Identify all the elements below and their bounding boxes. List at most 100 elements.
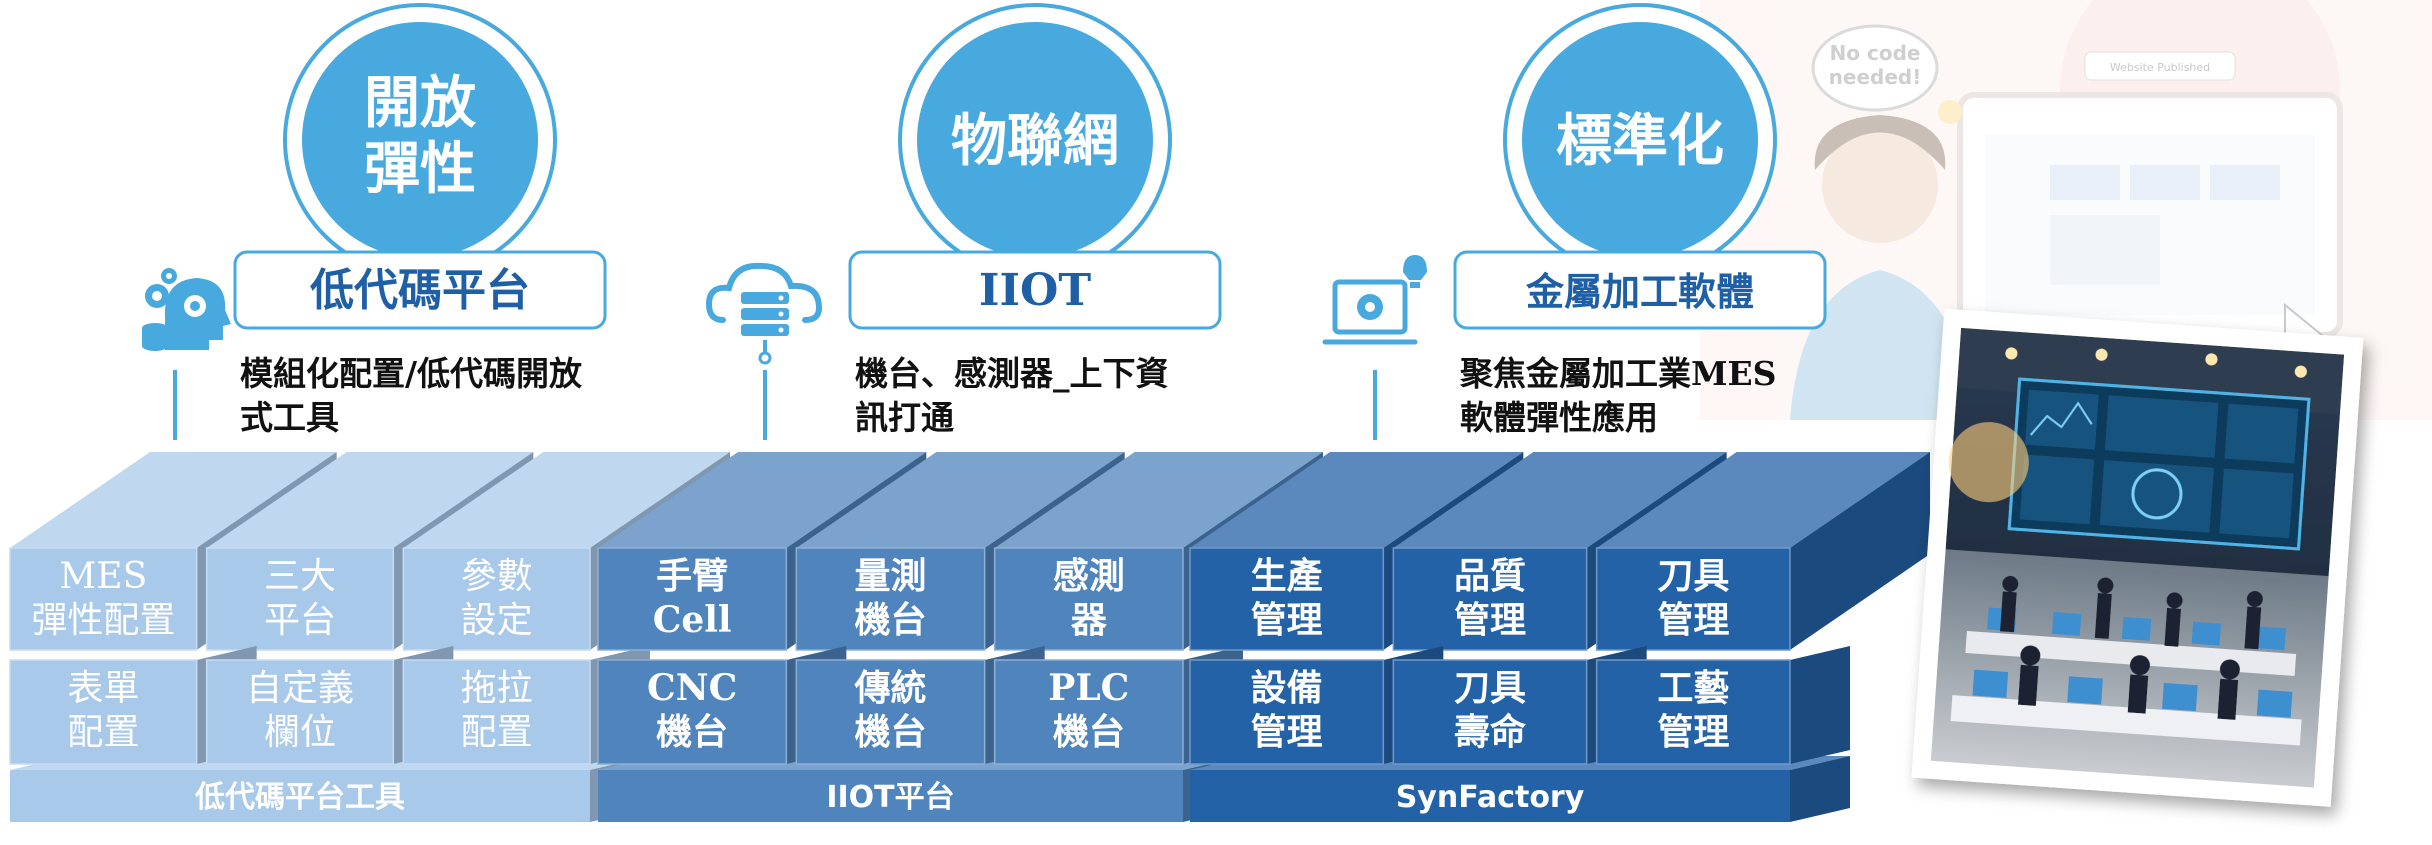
pillar-label-box bbox=[1453, 250, 1827, 330]
block-top-face bbox=[403, 452, 730, 548]
pillar-circle-text: 標準化 bbox=[1556, 109, 1724, 174]
platform-base bbox=[1190, 770, 1790, 822]
block-top-face bbox=[796, 452, 1125, 548]
block-label: MES bbox=[59, 556, 147, 597]
block-front-face bbox=[1189, 547, 1385, 651]
pillar-circle-text: 開放 bbox=[364, 71, 476, 136]
block-front-face bbox=[597, 547, 788, 651]
pillar-label: 低代碼平台 bbox=[310, 265, 530, 316]
background-illustration: No code needed! Website Published bbox=[1700, 0, 2432, 420]
block-top-face bbox=[598, 452, 927, 548]
platform-base-label: IIOT平台 bbox=[826, 780, 954, 815]
block-top-face bbox=[1393, 452, 1727, 548]
block-front-face bbox=[205, 659, 395, 765]
pillar-circle-text: 物聯網 bbox=[951, 109, 1119, 174]
block-label: Cell bbox=[653, 599, 732, 641]
gear-head-icon bbox=[142, 268, 231, 351]
block-front-face bbox=[9, 547, 198, 651]
platform-base-label: 低代碼平台工具 bbox=[194, 780, 405, 815]
block-front-face bbox=[402, 659, 591, 765]
block-label: 彈性配置 bbox=[31, 600, 175, 641]
monitor-gear-icon bbox=[1322, 255, 1427, 345]
bubble-line-1: No code bbox=[1830, 41, 1921, 65]
pillar-circle bbox=[1522, 22, 1758, 258]
block-label: 傳統 bbox=[853, 667, 926, 709]
pillar-description-line: 模組化配置/低代碼開放 bbox=[240, 354, 583, 393]
block-label: CNC bbox=[647, 667, 737, 709]
block-label: 管理 bbox=[1657, 599, 1729, 641]
block-top-face bbox=[1596, 452, 1930, 548]
bubble-line-2: needed! bbox=[1829, 65, 1922, 89]
cloud-server-icon bbox=[705, 262, 823, 365]
platform-base-label: SynFactory bbox=[1396, 780, 1585, 815]
block-label: 拖拉 bbox=[461, 668, 533, 709]
block-label: 配置 bbox=[67, 712, 139, 753]
pillar-label-box bbox=[233, 250, 607, 330]
block-front-face bbox=[1189, 659, 1385, 765]
block-label: 生產 bbox=[1251, 555, 1323, 597]
pillar-circle bbox=[917, 22, 1153, 258]
block-side-face bbox=[1790, 452, 1930, 650]
block-label: 刀具 bbox=[1657, 555, 1729, 597]
block-label: 配置 bbox=[461, 712, 533, 753]
block-front-face bbox=[795, 547, 986, 651]
block-front-face bbox=[795, 659, 986, 765]
block-top-face bbox=[206, 452, 534, 548]
block-label: 管理 bbox=[1454, 599, 1526, 641]
block-front-face bbox=[1595, 547, 1791, 651]
block-top-face bbox=[10, 452, 337, 548]
pillar-description-line: 式工具 bbox=[240, 398, 339, 437]
pillar-description-line: 聚焦金屬加工業MES bbox=[1459, 354, 1777, 393]
block-front-face bbox=[9, 659, 198, 765]
block-label: 管理 bbox=[1657, 711, 1729, 753]
block-front-face bbox=[1595, 659, 1791, 765]
block-label: 設定 bbox=[461, 600, 533, 641]
block-label: 壽命 bbox=[1454, 711, 1526, 753]
factory-photo bbox=[1911, 308, 2364, 807]
block-label: 參數 bbox=[461, 556, 533, 597]
block-top-face bbox=[994, 452, 1323, 548]
block-label: 手臂 bbox=[656, 555, 728, 597]
block-label: 管理 bbox=[1251, 599, 1323, 641]
block-front-face bbox=[597, 659, 788, 765]
pillar-label: 金屬加工軟體 bbox=[1525, 269, 1754, 314]
block-label: 量測 bbox=[854, 555, 926, 597]
block-label: 機台 bbox=[854, 599, 926, 641]
block-front-face bbox=[1392, 659, 1588, 765]
block-front-face bbox=[993, 659, 1184, 765]
block-label: PLC bbox=[1048, 667, 1129, 709]
block-front-face bbox=[402, 547, 591, 651]
pillar-description-line: 機台、感測器_上下資 bbox=[855, 354, 1169, 393]
block-label: 表單 bbox=[67, 668, 139, 709]
block-front-face bbox=[993, 547, 1184, 651]
block-label: 管理 bbox=[1251, 711, 1323, 753]
block-label: 工藝 bbox=[1657, 667, 1729, 709]
pillar-circle-text: 彈性 bbox=[364, 137, 476, 202]
block-label: 刀具 bbox=[1454, 667, 1526, 709]
block-label: 器 bbox=[1071, 599, 1108, 641]
block-top-face bbox=[1190, 452, 1524, 548]
block-front-face bbox=[205, 547, 395, 651]
block-label: 設備 bbox=[1251, 667, 1323, 709]
pillar-description-line: 軟體彈性應用 bbox=[1460, 398, 1658, 437]
block-side-face bbox=[1790, 646, 1850, 764]
block-label: 品質 bbox=[1454, 555, 1526, 597]
pillar-label: IIOT bbox=[979, 265, 1091, 316]
pillar-circle bbox=[302, 22, 538, 258]
block-front-face bbox=[1392, 547, 1588, 651]
block-label: 欄位 bbox=[264, 712, 336, 753]
block-label: 機台 bbox=[1053, 711, 1125, 753]
block-label: 平台 bbox=[264, 600, 336, 641]
block-label: 感測 bbox=[1053, 555, 1125, 597]
platform-base bbox=[598, 770, 1183, 822]
